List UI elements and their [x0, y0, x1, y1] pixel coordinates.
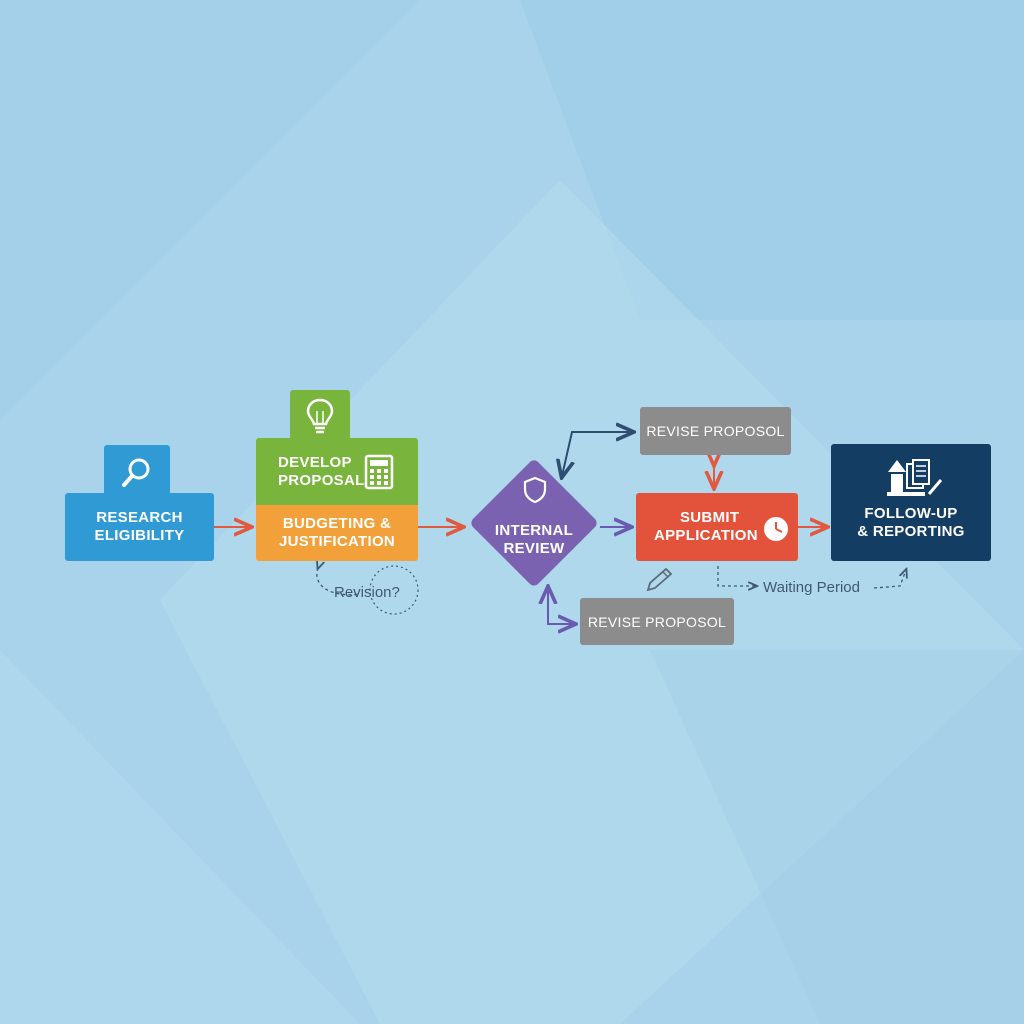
shield-icon — [523, 476, 547, 504]
revision-annotation: Revision? — [334, 584, 400, 601]
clock-icon — [764, 517, 788, 541]
documents-upload-icon — [887, 459, 943, 496]
lightbulb-icon — [306, 398, 334, 434]
pencil-icon — [646, 567, 673, 592]
internal-review-label: INTERNAL REVIEW — [474, 470, 594, 580]
research-line-1: RESEARCH — [96, 509, 183, 526]
revise-proposal-bottom-node[interactable]: REVISE PROPOSOL — [580, 598, 734, 645]
budgeting-node[interactable]: BUDGETING & JUSTIFICATION — [256, 505, 418, 561]
calculator-icon — [364, 454, 394, 490]
research-line-2: ELIGIBILITY — [94, 527, 185, 544]
review-line-1: INTERNAL — [494, 522, 574, 539]
research-eligibility-node[interactable]: RESEARCH ELIGIBILITY — [65, 493, 214, 561]
develop-proposal-node[interactable]: DEVELOP PROPOSAL — [256, 438, 418, 505]
revise-proposal-top-node[interactable]: REVISE PROPOSOL — [640, 407, 791, 455]
submit-line-2: APPLICATION — [654, 527, 758, 544]
develop-icon-tab — [290, 390, 350, 442]
followup-reporting-node[interactable]: FOLLOW-UP & REPORTING — [831, 444, 991, 561]
review-line-2: REVIEW — [503, 540, 565, 557]
magnifier-icon — [122, 458, 150, 487]
revise-bottom-label: REVISE PROPOSOL — [587, 613, 727, 630]
budget-line-2: JUSTIFICATION — [278, 533, 396, 550]
research-icon-tab — [104, 445, 170, 497]
revision-loop — [317, 568, 361, 596]
revision-circle — [369, 565, 419, 615]
develop-line-2: PROPOSAL — [278, 471, 365, 489]
develop-line-1: DEVELOP — [278, 453, 352, 471]
submit-line-1: SUBMIT — [680, 509, 740, 526]
waiting-period-line-left — [717, 566, 756, 586]
submit-application-node[interactable]: SUBMIT APPLICATION — [636, 493, 798, 561]
arrow-review-to-revise-bottom — [547, 590, 574, 624]
budget-line-1: BUDGETING & — [282, 515, 392, 532]
waiting-period-annotation: Waiting Period — [763, 579, 860, 596]
revise-top-label: REVISE PROPOSOL — [646, 423, 785, 439]
followup-line-1: FOLLOW-UP — [864, 504, 958, 522]
followup-line-2: & REPORTING — [857, 522, 965, 540]
waiting-period-line-right — [873, 570, 906, 589]
